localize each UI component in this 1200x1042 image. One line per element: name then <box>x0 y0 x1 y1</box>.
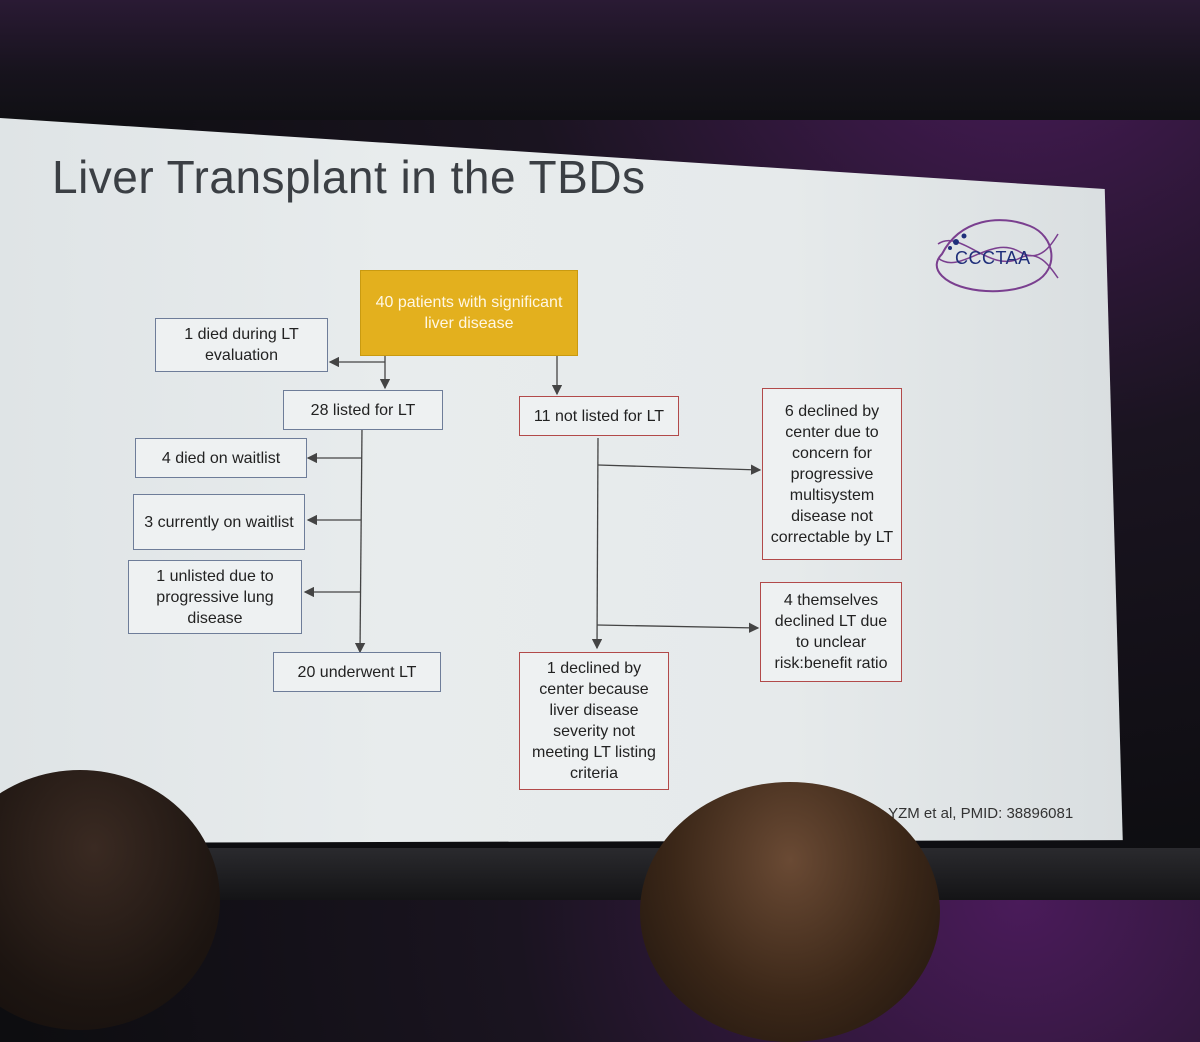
currently-waitlist-box: 3 currently on waitlist <box>133 494 305 550</box>
declined-severity-text: 1 declined by center because liver disea… <box>532 660 656 782</box>
unlisted-lung-box: 1 unlisted due to progressive lung disea… <box>128 560 302 634</box>
declined-multisystem-box: 6 declined by center due to concern for … <box>762 388 902 560</box>
flow-connectors <box>303 355 762 654</box>
underwent-text: 20 underwent LT <box>297 663 417 681</box>
listed-box: 28 listed for LT <box>283 390 443 430</box>
audience-head-right <box>640 782 940 1042</box>
not-listed-text: 11 not listed for LT <box>533 407 665 425</box>
died-evaluation-box: 1 died during LT evaluation <box>155 318 328 372</box>
died-waitlist-box: 4 died on waitlist <box>135 438 307 478</box>
currently-waitlist-text: 3 currently on waitlist <box>144 513 294 531</box>
declined-multisystem-text: 6 declined by center due to concern for … <box>770 402 894 546</box>
not-listed-box: 11 not listed for LT <box>519 396 679 436</box>
root-text: 40 patients with significant liver disea… <box>375 294 563 332</box>
unlisted-lung-text: 1 unlisted due to progressive lung disea… <box>156 567 274 627</box>
listed-text: 28 listed for LT <box>310 401 416 419</box>
slide-title: Liver Transplant in the TBDs <box>52 151 646 203</box>
ccctaa-logo <box>935 219 1059 293</box>
declined-severity-box: 1 declined by center because liver disea… <box>519 652 669 790</box>
root-box: 40 patients with significant liver disea… <box>360 270 578 356</box>
logo-text: CCCTAA <box>955 248 1031 268</box>
citation: Vong YZM et al, PMID: 38896081 <box>850 805 1074 822</box>
declined-themselves-box: 4 themselves declined LT due to unclear … <box>760 582 902 682</box>
room-ceiling <box>0 0 1200 120</box>
underwent-box: 20 underwent LT <box>273 652 441 692</box>
died-waitlist-text: 4 died on waitlist <box>161 449 281 467</box>
died-evaluation-text: 1 died during LT evaluation <box>184 326 299 364</box>
declined-themselves-text: 4 themselves declined LT due to unclear … <box>774 592 888 672</box>
